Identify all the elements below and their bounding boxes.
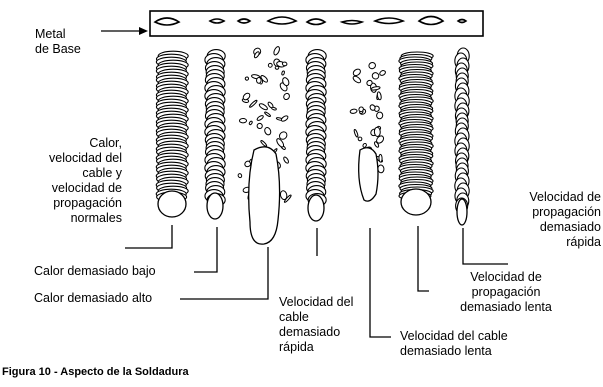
label-wire-fast: Velocidad del cable demasiado rápida bbox=[279, 295, 354, 354]
label-heat-low: Calor demasiado bajo bbox=[34, 264, 156, 278]
leader-heat-high bbox=[180, 247, 269, 300]
base-metal-label: Metal de Base bbox=[35, 27, 81, 56]
figure-caption: Figura 10 - Aspecto de la Soldadura bbox=[2, 366, 189, 378]
bead-wire-fast bbox=[305, 49, 327, 222]
leader-wire-slow bbox=[369, 228, 391, 338]
label-travel-slow: Velocidad de propagación demasiado lenta bbox=[460, 270, 552, 314]
base-metal-arrow bbox=[101, 27, 148, 35]
label-wire-slow: Velocidad del cable demasiado lenta bbox=[400, 329, 508, 358]
bead-normal bbox=[155, 50, 189, 218]
bead-heat-high bbox=[237, 46, 292, 245]
label-travel-fast: Velocidad de propagación demasiado rápid… bbox=[529, 190, 601, 249]
leader-normal bbox=[125, 225, 173, 249]
leader-travel-slow bbox=[417, 226, 429, 292]
bead-travel-fast bbox=[454, 47, 470, 226]
base-metal-plate bbox=[149, 10, 484, 37]
bead-wire-slow bbox=[349, 61, 386, 202]
weld-beads bbox=[155, 46, 470, 245]
leader-lines bbox=[125, 225, 508, 338]
leader-heat-low bbox=[194, 227, 218, 273]
leader-travel-fast bbox=[462, 228, 508, 265]
label-normal: Calor, velocidad del cable y velocidad d… bbox=[49, 136, 122, 225]
bead-travel-slow bbox=[398, 51, 434, 216]
bead-heat-low bbox=[204, 49, 226, 220]
label-heat-high: Calor demasiado alto bbox=[34, 291, 153, 305]
